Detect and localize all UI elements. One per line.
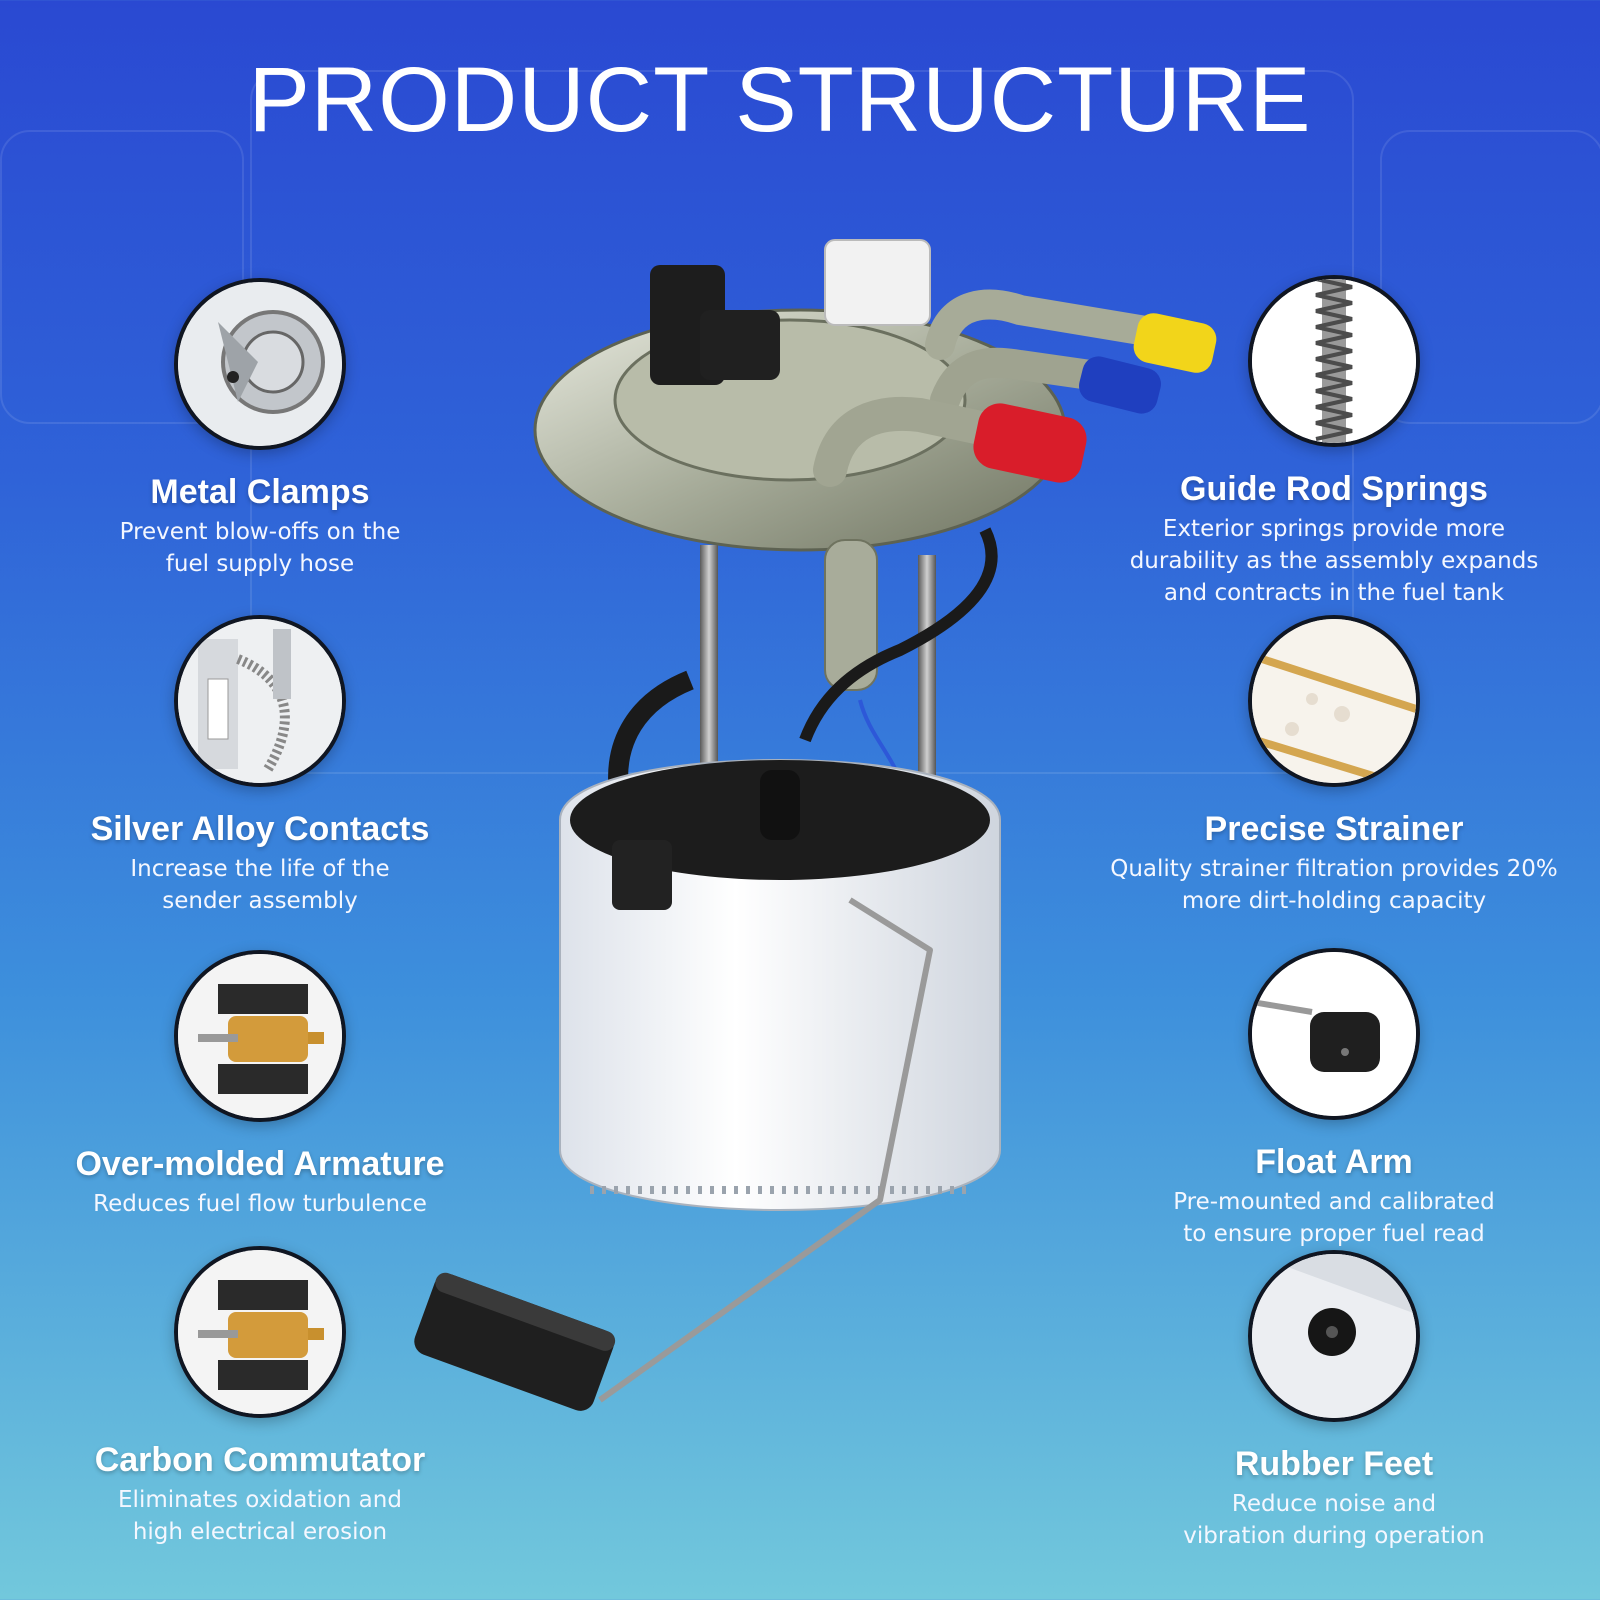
float-icon (1248, 948, 1420, 1120)
feature-description: Exterior springs provide more durability… (1074, 513, 1594, 609)
armature-icon (174, 950, 346, 1122)
feature-title: Precise Strainer (1204, 810, 1464, 848)
feature-metal-clamps: Metal Clamps Prevent blow-offs on the fu… (0, 278, 520, 580)
feature-precise-strainer: Precise Strainer Quality strainer filtra… (1074, 615, 1594, 917)
description-line: Pre-mounted and calibrated (1173, 1189, 1495, 1215)
feature-title: Guide Rod Springs (1180, 470, 1488, 508)
description-line: Prevent blow-offs on the (119, 519, 401, 545)
feature-carbon-commutator: Carbon Commutator Eliminates oxidation a… (0, 1246, 520, 1548)
feature-description: Quality strainer filtration provides 20%… (1074, 853, 1594, 917)
commutator-icon (174, 1246, 346, 1418)
page-title: PRODUCT STRUCTURE (248, 49, 1312, 151)
description-line: Reduces fuel flow turbulence (93, 1191, 427, 1217)
feature-description: Prevent blow-offs on the fuel supply hos… (0, 516, 520, 580)
description-line: vibration during operation (1183, 1523, 1485, 1549)
description-line: durability as the assembly expands (1129, 548, 1539, 574)
description-line: Increase the life of the (130, 856, 390, 882)
feature-rubber-feet: Rubber Feet Reduce noise and vibration d… (1074, 1250, 1594, 1552)
description-line: more dirt-holding capacity (1181, 888, 1487, 914)
feature-silver-alloy-contacts: Silver Alloy Contacts Increase the life … (0, 615, 520, 917)
silver-contacts-icon (174, 615, 346, 787)
description-line: Quality strainer filtration provides 20% (1110, 856, 1558, 882)
feature-description: Reduce noise and vibration during operat… (1074, 1488, 1594, 1552)
description-line: Exterior springs provide more (1162, 516, 1506, 542)
strainer-icon (1248, 615, 1420, 787)
feature-float-arm: Float Arm Pre-mounted and calibrated to … (1074, 948, 1594, 1250)
background-outline (1380, 130, 1600, 424)
feature-title: Over-molded Armature (75, 1145, 445, 1183)
feature-title: Metal Clamps (150, 473, 370, 511)
feature-over-molded-armature: Over-molded Armature Reduces fuel flow t… (0, 950, 520, 1220)
feature-description: Eliminates oxidation and high electrical… (0, 1484, 520, 1548)
description-line: Reduce noise and (1231, 1491, 1437, 1517)
description-line: sender assembly (162, 888, 358, 914)
rubber-foot-icon (1248, 1250, 1420, 1422)
feature-title: Float Arm (1255, 1143, 1413, 1181)
feature-description: Reduces fuel flow turbulence (0, 1188, 520, 1220)
feature-title: Silver Alloy Contacts (90, 810, 430, 848)
feature-description: Pre-mounted and calibrated to ensure pro… (1074, 1186, 1594, 1250)
description-line: to ensure proper fuel read (1183, 1221, 1485, 1247)
background-outline (0, 130, 244, 424)
feature-title: Carbon Commutator (94, 1441, 426, 1479)
feature-title: Rubber Feet (1234, 1445, 1434, 1483)
feature-description: Increase the life of the sender assembly (0, 853, 520, 917)
description-line: and contracts in the fuel tank (1163, 580, 1505, 606)
metal-clamp-icon (174, 278, 346, 450)
description-line: high electrical erosion (132, 1519, 388, 1545)
description-line: Eliminates oxidation and (118, 1487, 402, 1513)
description-line: fuel supply hose (165, 551, 355, 577)
spring-icon (1248, 275, 1420, 447)
feature-guide-rod-springs: Guide Rod Springs Exterior springs provi… (1074, 275, 1594, 609)
